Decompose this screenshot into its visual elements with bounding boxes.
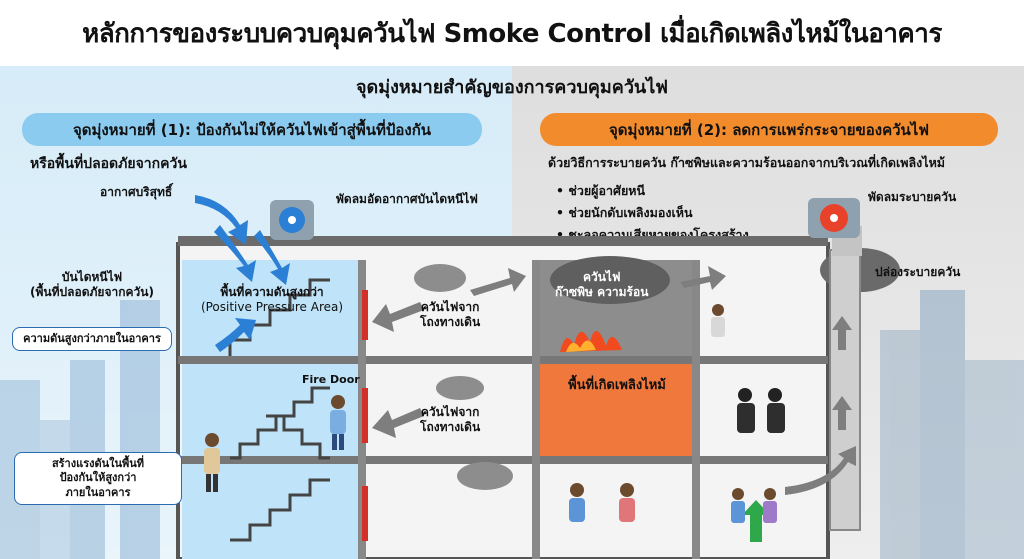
fire-area-label: พื้นที่เกิดเพลิงไหม้ [568,378,666,393]
stairwell-label: บันไดหนีไฟ (พื้นที่ปลอดภัยจากควัน) [12,270,172,300]
stairwell-label-line: บันไดหนีไฟ [61,270,123,284]
create-pressure-line: ภายในอาคาร [65,485,131,499]
goal1-heading: จุดมุ่งหมายที่ (1): ป้องกันไม่ให้ควันไฟเ… [22,113,482,146]
goal2-bullet: • ช่วยผู้อาศัยหนี [556,183,646,198]
smoke-corridor-line: โถงทางเดิน [420,420,481,434]
page-title: หลักการของระบบควบคุมควันไฟ Smoke Control… [0,0,1024,66]
smoke-corridor-label: ควันไฟจาก โถงทางเดิน [420,405,480,435]
pressurization-fan-label: พัดลมอัดอากาศบันไดหนีไฟ [336,192,478,206]
floor-slab [178,356,828,364]
goal2-bullet: • ช่วยนักดับเพลิงมองเห็น [556,205,693,220]
smoke-corridor-line: ควันไฟจาก [420,405,480,419]
positive-pressure-label: พื้นที่ความดันสูงกว่า (Positive Pressure… [184,285,360,315]
smoke-corridor-label: ควันไฟจาก โถงทางเดิน [420,300,480,330]
positive-pressure-line: พื้นที่ความดันสูงกว่า [220,285,324,299]
staircase [228,278,330,542]
flames [560,330,622,352]
goal2-subtext: ด้วยวิธีการระบายควัน ก๊าซพิษและความร้อนอ… [548,155,946,170]
create-pressure-line: สร้างแรงดันในพื้นที่ [51,457,145,470]
stairwell-label-line: (พื้นที่ปลอดภัยจากควัน) [30,285,154,299]
positive-pressure-line: (Positive Pressure Area) [200,300,344,314]
fire-door-label: Fire Door [302,373,360,386]
higher-pressure-box: ความดันสูงกว่าภายในอาคาร [12,327,172,352]
smoke-corridor-line: ควันไฟจาก [420,300,480,314]
goal2-heading: จุดมุ่งหมายที่ (2): ลดการแพร่กระจายของคว… [540,113,998,146]
person-figures [204,304,785,523]
create-pressure-box: สร้างแรงดันในพื้นที่ ป้องกันให้สูงกว่า ภ… [14,452,182,505]
smoke-exhaust-duct [829,249,861,531]
fire-area [540,364,692,456]
smoke-corridor-line: โถงทางเดิน [420,315,481,329]
fire-smoke-label: ควันไฟ ก๊าซพิษ ความร้อน [555,270,648,300]
exhaust-fan [808,198,860,238]
floor-slab [178,456,828,464]
exhaust-duct-label: ปล่องระบายควัน [875,265,961,279]
exhaust-fan-label: พัดลมระบายควัน [868,190,957,204]
fresh-air-arrows [195,195,290,352]
goal1-subtext: หรือพื้นที่ปลอดภัยจากควัน [30,156,187,172]
fire-smoke-line: ก๊าซพิษ ความร้อน [555,285,649,299]
fire-smoke-line: ควันไฟ [582,270,621,284]
subtitle: จุดมุ่งหมายสำคัญของการควบคุมควันไฟ [355,77,669,98]
pressurization-fan [270,200,314,240]
fire-door [362,486,368,541]
fire-door [362,388,368,443]
fresh-air-label: อากาศบริสุทธิ์ [100,185,173,199]
create-pressure-line: ป้องกันให้สูงกว่า [59,471,137,485]
fire-door [362,290,368,340]
smoke-arrows [372,266,856,495]
